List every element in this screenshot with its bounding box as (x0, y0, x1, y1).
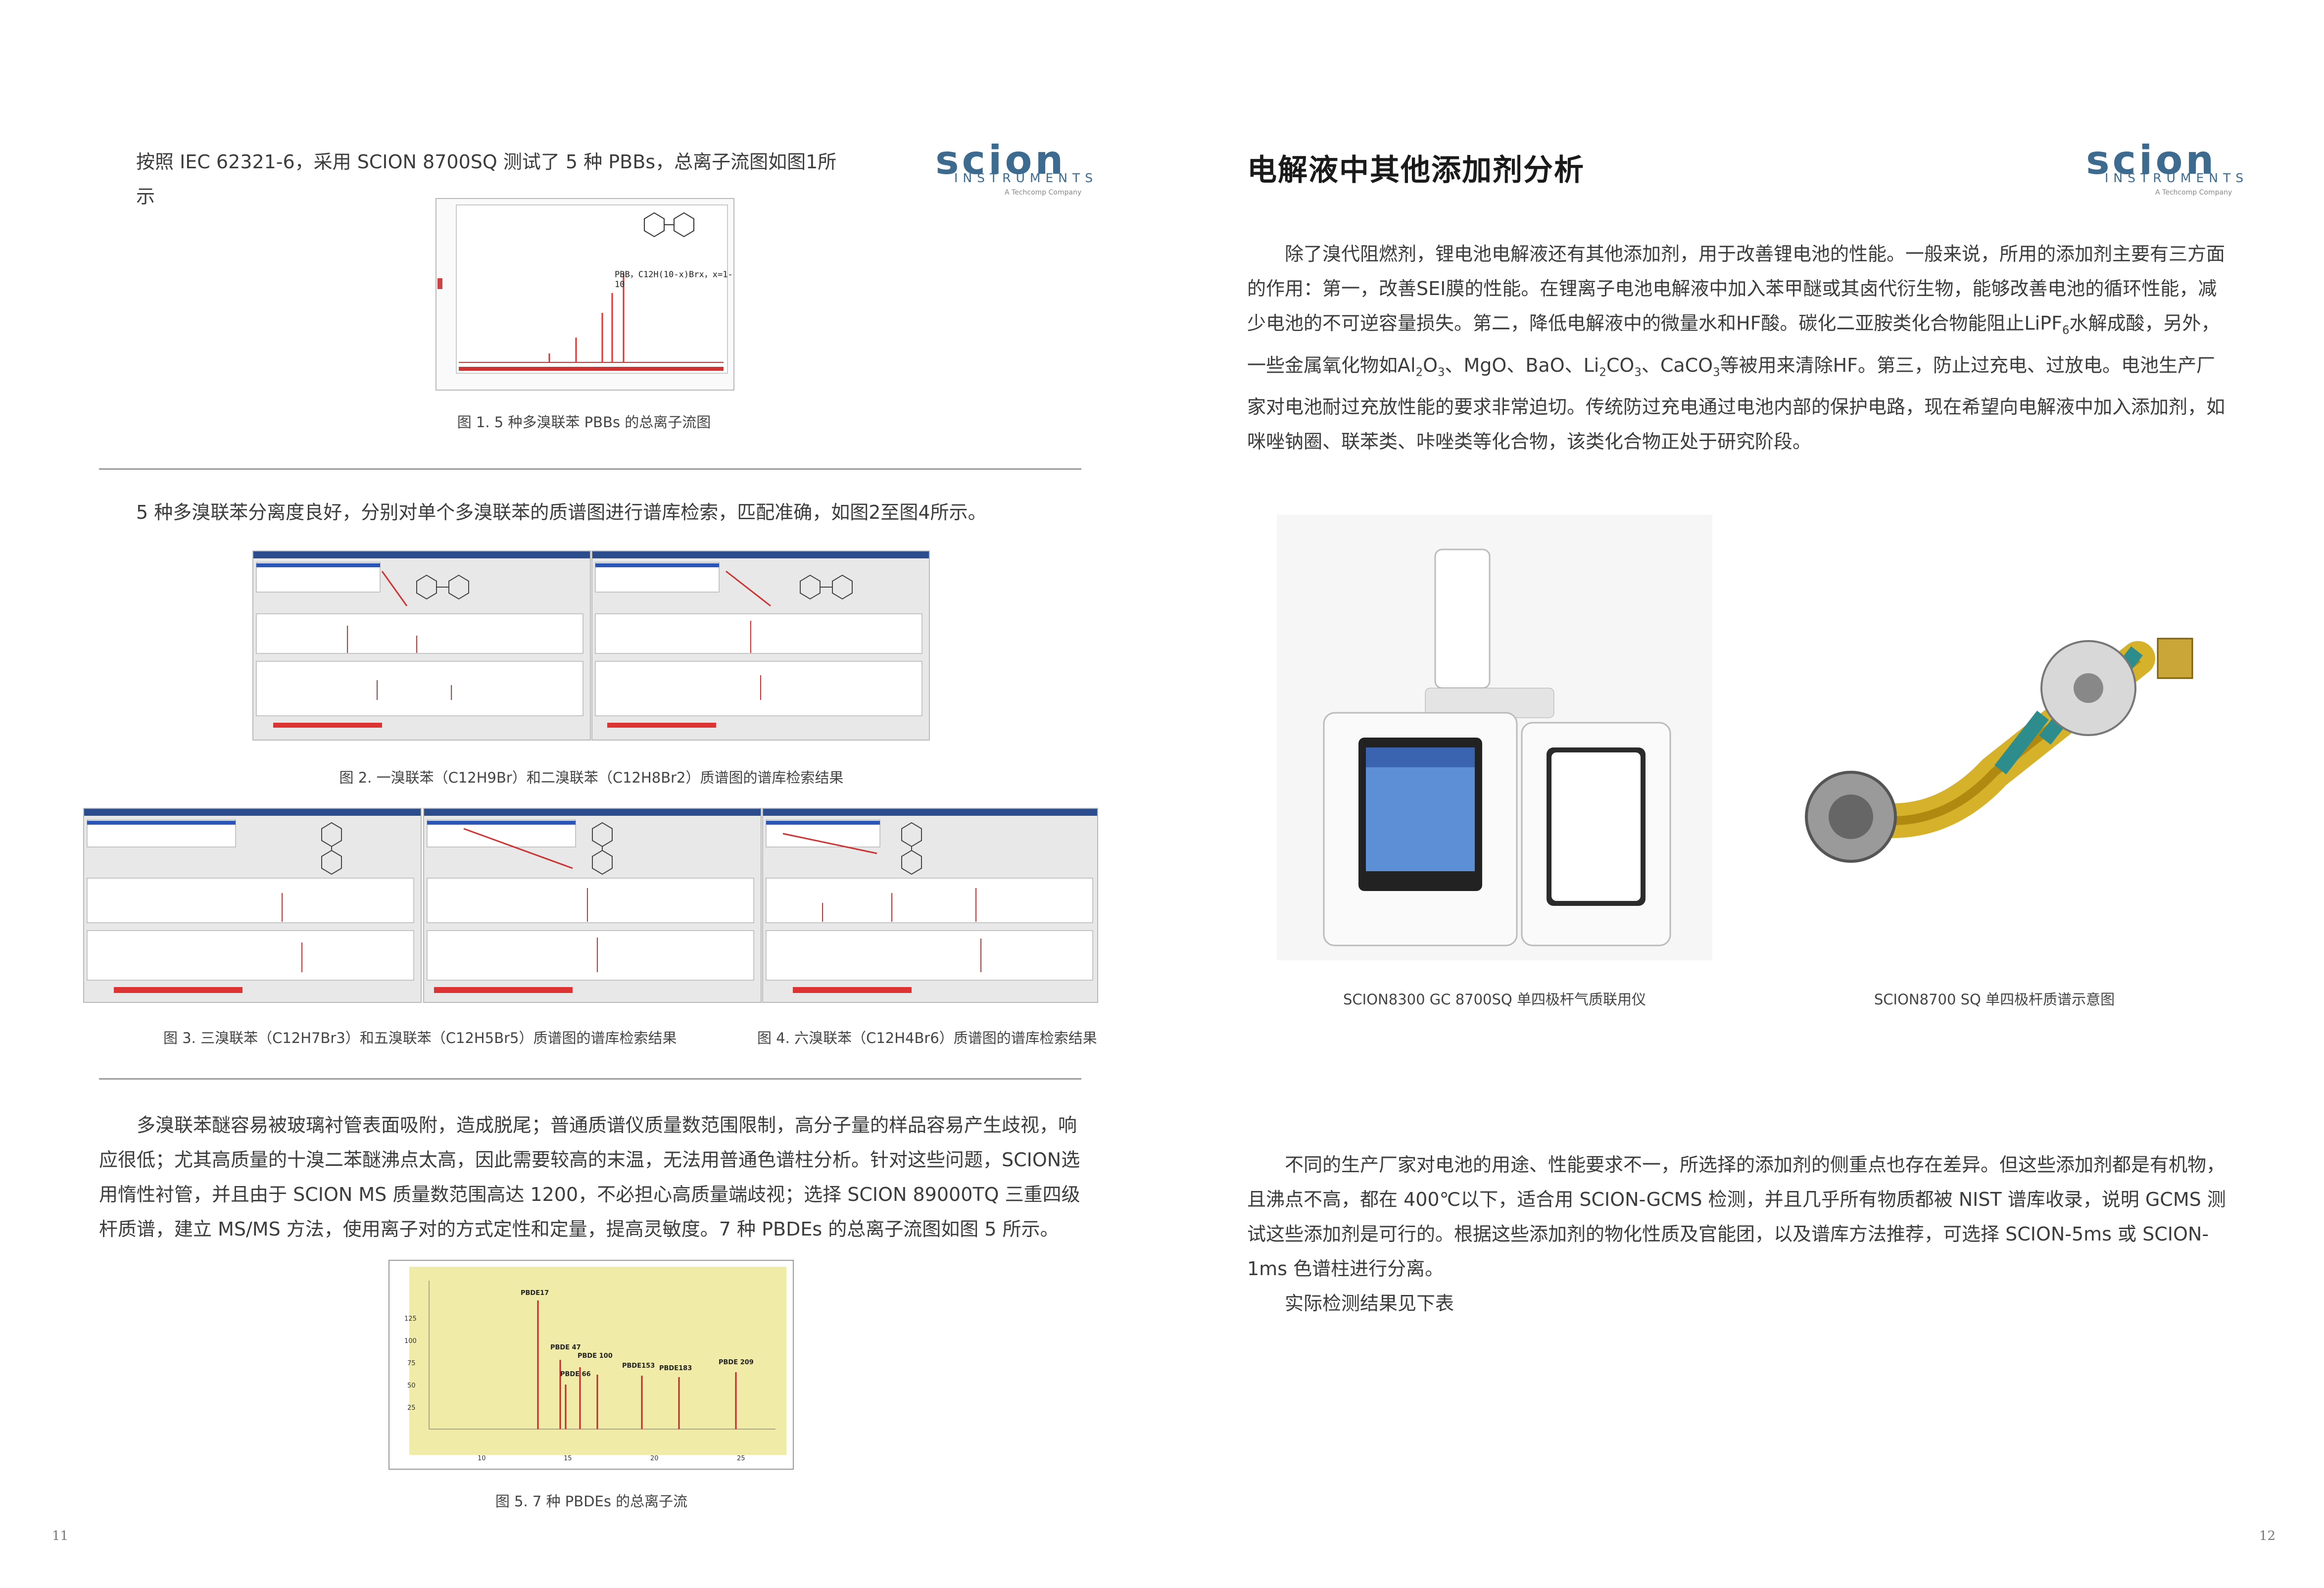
pbb-tic-svg (437, 204, 728, 374)
pbb-tic-chromatogram: PBB，C12H(10-x)Brx，x=1-10 (436, 198, 734, 391)
divider-2 (99, 1078, 1081, 1080)
ytick-25: 25 (407, 1404, 416, 1412)
scion-logo-right: scion INSTRUMENTS A Techcomp Company (2086, 137, 2243, 205)
fig2-library-search-1 (252, 550, 591, 741)
fig2-svg-1 (253, 551, 590, 728)
right-para2: 不同的生产厂家对电池的用途、性能要求不一，所选择的添加剂的侧重点也存在差异。但这… (1247, 1154, 2226, 1280)
logo-tiny: A Techcomp Company (1005, 189, 1082, 197)
fig4-svg (763, 809, 1097, 993)
peak-label-pbde47: PBDE 47 (550, 1344, 581, 1351)
fig2-svg-2 (592, 551, 929, 728)
gcms-instrument-photo (1277, 515, 1712, 960)
para2-text: 5 种多溴联苯分离度良好，分别对单个多溴联苯的质谱图进行谱库检索，匹配准确，如图… (136, 501, 987, 523)
page-number-left: 11 (52, 1529, 69, 1543)
logo-word-right: scion (2086, 137, 2217, 183)
peak-label-pbde17: PBDE17 (521, 1290, 549, 1297)
divider-1 (99, 468, 1081, 470)
peak-label-pbde66: PBDE 66 (560, 1371, 591, 1378)
right-para1-part6: 、CaCO (1641, 354, 1713, 376)
right-para1-part4: 、MgO、BaO、Li (1445, 354, 1599, 376)
logo-word: scion (935, 137, 1066, 183)
scion-logo-left: scion INSTRUMENTS A Techcomp Company (935, 137, 1093, 205)
xtick-10: 10 (478, 1455, 486, 1462)
ytick-75: 75 (407, 1360, 416, 1367)
peak-label-pbde153: PBDE153 (622, 1362, 655, 1370)
right-para1-part7: 等被用来清除HF。第三，防止过充电、过放电。电池生产厂家对电池耐过充放性能的要求… (1247, 354, 2226, 453)
logo-sub: INSTRUMENTS (954, 171, 1098, 185)
fig3-svg-1 (84, 809, 421, 993)
right-para1-part1: 除了溴代阻燃剂，锂电池电解液还有其他添加剂，用于改善锂电池的性能。一般来说，所用… (1247, 243, 2226, 334)
fig3-library-search-1 (83, 808, 422, 1003)
right-para1-part3: O (1423, 354, 1438, 376)
logo-sub-right: INSTRUMENTS (2105, 171, 2249, 185)
xtick-20: 20 (650, 1455, 659, 1462)
ytick-100: 100 (404, 1338, 417, 1345)
gcms-svg (1323, 548, 1671, 946)
xtick-15: 15 (564, 1455, 572, 1462)
peak-label-pbde183: PBDE183 (659, 1365, 692, 1372)
fig3-svg-2 (424, 809, 761, 993)
peak-label-pbde100: PBDE 100 (578, 1352, 613, 1360)
fig4-caption: 图 4. 六溴联苯（C12H4Br6）质谱图的谱库检索结果 (757, 1030, 1097, 1046)
right-para1-part2: 水解成酸，另外，一些金属氧化物如Al (1247, 312, 2220, 376)
peak-label-pbde209: PBDE 209 (719, 1359, 754, 1366)
fig4-library-search (762, 808, 1098, 1003)
quadrupole-schematic (1782, 629, 2207, 886)
page-number-right: 12 (2259, 1529, 2276, 1543)
pbb-formula-label: PBB，C12H(10-x)Brx，x=1-10 (615, 270, 733, 290)
photo1-caption: SCION8300 GC 8700SQ 单四极杆气质联用仪 (1343, 991, 1646, 1008)
section-title: 电解液中其他添加剂分析 (1247, 153, 1585, 188)
fig2-caption: 图 2. 一溴联苯（C12H9Br）和二溴联苯（C12H8Br2）质谱图的谱库检… (339, 769, 844, 786)
xtick-25: 25 (737, 1455, 745, 1462)
right-para1: 除了溴代阻燃剂，锂电池电解液还有其他添加剂，用于改善锂电池的性能。一般来说，所用… (1247, 243, 2226, 453)
right-para1-part5: CO (1606, 354, 1635, 376)
pbde-tic-chromatogram: 125 100 75 50 25 10 15 20 25 PBDE17 PBDE… (388, 1260, 794, 1470)
quadrupole-svg (1805, 638, 2193, 863)
photo2-caption: SCION8700 SQ 单四极杆质谱示意图 (1874, 991, 2115, 1008)
fig3-caption: 图 3. 三溴联苯（C12H7Br3）和五溴联苯（C12H5Br5）质谱图的谱库… (163, 1030, 677, 1046)
ytick-50: 50 (407, 1382, 416, 1390)
pbde-tic-svg (409, 1267, 786, 1455)
intro-text: 按照 IEC 62321-6，采用 SCION 8700SQ 测试了 5 种 P… (136, 151, 837, 207)
fig2-library-search-2 (591, 550, 930, 741)
fig5-caption: 图 5. 7 种 PBDEs 的总离子流 (495, 1493, 688, 1510)
fig3-library-search-2 (423, 808, 762, 1003)
right-para3: 实际检测结果见下表 (1285, 1292, 1454, 1314)
logo-tiny-right: A Techcomp Company (2155, 189, 2232, 197)
para3-text: 多溴联苯醚容易被玻璃衬管表面吸附，造成脱尾；普通质谱仪质量数范围限制，高分子量的… (99, 1114, 1080, 1240)
ytick-125: 125 (404, 1315, 417, 1323)
fig1-caption: 图 1. 5 种多溴联苯 PBBs 的总离子流图 (457, 414, 711, 431)
